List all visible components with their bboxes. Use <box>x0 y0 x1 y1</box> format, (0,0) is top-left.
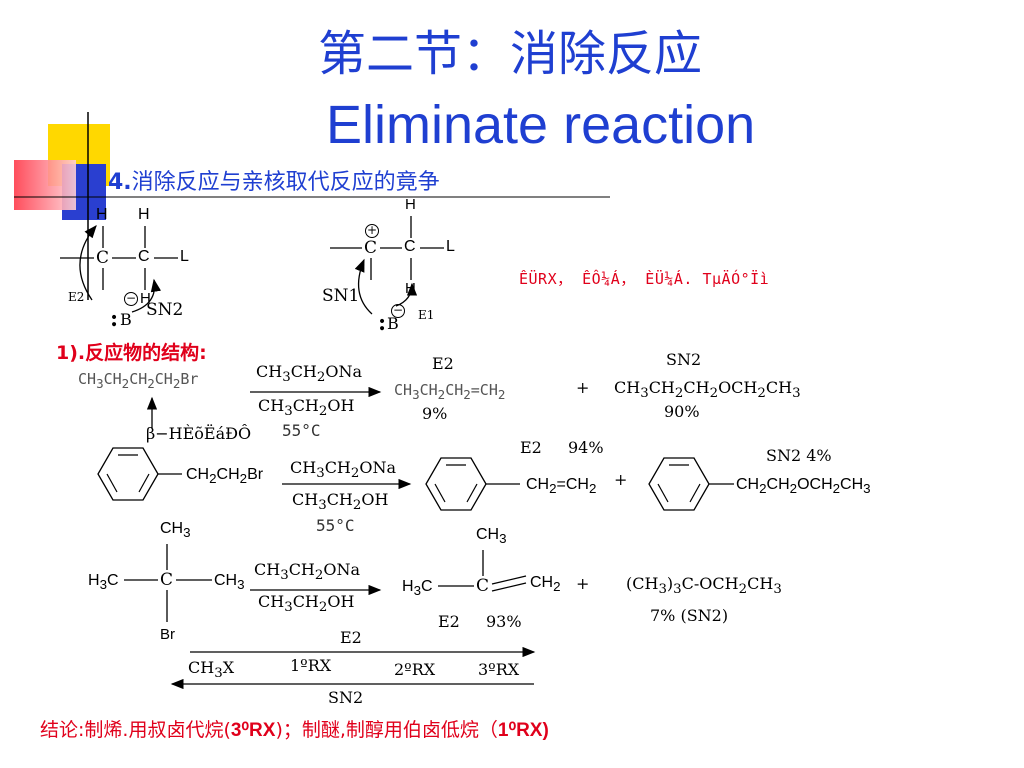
row3-product-c: C <box>476 576 490 596</box>
title-english: Eliminate reaction <box>326 95 756 155</box>
row1-sn2-product: CH3CH2CH2OCH2CH3 <box>614 378 801 402</box>
deco-red-block <box>14 160 76 210</box>
row2-sn2-product: CH2CH2OCH2CH3 <box>736 476 871 497</box>
row2-sn2-label: SN2 4% <box>766 446 832 465</box>
conclusion-part1: 结论:制烯.用叔卤代烷( <box>40 719 231 741</box>
right-c2: C <box>404 238 416 255</box>
row3-c: C <box>160 570 174 590</box>
row2-reagent-top: CH3CH2ONa <box>290 458 397 482</box>
row3-e2-label: E2 <box>438 612 460 631</box>
trend-ch3x: CH3X <box>188 658 235 682</box>
trend-sn2-label: SN2 <box>328 688 364 707</box>
conclusion-part5: ) <box>542 720 549 741</box>
left-sn2: SN2 <box>146 300 184 320</box>
left-c1: C <box>96 248 110 268</box>
right-plus: + <box>365 223 379 238</box>
conclusion-primary: 1⁰RX <box>497 720 543 741</box>
row2-e2-yield: 94% <box>568 438 604 457</box>
section-subtitle: 4.消除反应与亲核取代反应的竟争 <box>108 164 440 196</box>
right-base: B <box>387 314 399 333</box>
row3-ch3-right: CH3 <box>214 572 245 593</box>
left-e2: E2 <box>68 290 85 304</box>
row2-plus: + <box>614 470 628 489</box>
row1-plus: + <box>576 378 590 397</box>
right-h-top: H <box>405 196 416 213</box>
subtitle-number: 4. <box>108 170 132 195</box>
row1-e2-yield: 9% <box>422 404 448 423</box>
trend-tertiary: 3ºRX <box>478 660 520 679</box>
row3-product-ch3-top: CH3 <box>476 526 507 547</box>
left-l: L <box>180 248 189 265</box>
row3-h3c: H3C <box>88 572 119 593</box>
row2-temperature: 55°C <box>316 516 355 535</box>
conclusion-tertiary: 3⁰RX <box>230 720 276 741</box>
left-base: B <box>120 310 132 329</box>
left-colon: : <box>110 306 119 332</box>
row1-reagent-bottom: CH3CH2OH <box>258 396 355 420</box>
right-minus: − <box>391 303 405 318</box>
row2-reactant: CH2CH2Br <box>186 466 264 487</box>
row3-sn2-yield: 7% (SN2) <box>650 606 729 625</box>
right-e1: E1 <box>418 308 435 322</box>
trend-secondary: 2ºRX <box>394 660 436 679</box>
left-h2: H <box>138 206 150 223</box>
section-label: 1).反应物的结构: <box>56 342 207 364</box>
row3-plus: + <box>576 574 590 593</box>
row1-temperature: 55°C <box>282 421 321 440</box>
row3-br: Br <box>160 626 175 643</box>
conclusion-part3: )；制醚,制醇用伯卤低烷（ <box>275 719 498 741</box>
garbled-text: ÊÜRX， ÊÔ¼Á， ÈÜ¼Á. TµÄÓ°Ïì <box>519 270 770 288</box>
right-l: L <box>446 238 455 255</box>
left-h1: H <box>96 206 108 223</box>
row3-e2-yield: 93% <box>486 612 522 631</box>
row3-ch3-top: CH3 <box>160 520 191 541</box>
title-chinese: 第二节：消除反应 <box>318 26 703 82</box>
row3-sn2-product: (CH3)3C-OCH2CH3 <box>626 574 782 598</box>
row1-sn2-yield: 90% <box>664 402 700 421</box>
row3-product-h3c: H3C <box>402 578 433 599</box>
conclusion: 结论:制烯.用叔卤代烷(3⁰RX)；制醚,制醇用伯卤低烷（1⁰RX) <box>40 715 549 742</box>
row1-reactant: CH3CH2CH2CH2Br <box>78 370 199 391</box>
left-h3: H <box>140 290 151 307</box>
right-c1: C <box>364 238 378 258</box>
row1-reagent-top: CH3CH2ONa <box>256 362 363 386</box>
right-h-bottom: H <box>405 280 416 297</box>
row3-reagent-top: CH3CH2ONa <box>254 560 361 584</box>
left-c2: C <box>138 248 150 265</box>
row2-e2-label: E2 <box>520 438 542 457</box>
row1-e2-label: E2 <box>432 354 454 373</box>
trend-e2-label: E2 <box>340 628 362 647</box>
right-sn1: SN1 <box>322 286 360 306</box>
subtitle-text: 消除反应与亲核取代反应的竟争 <box>131 170 440 195</box>
row3-reagent-bottom: CH3CH2OH <box>258 592 355 616</box>
row2-e2-product: CH2=CH2 <box>526 476 597 497</box>
row3-product-ch2: CH2 <box>530 574 561 595</box>
row1-beta-note: β−HÈõËáÐÔ <box>146 424 252 443</box>
left-minus: − <box>124 291 138 306</box>
right-colon: : <box>378 310 387 336</box>
row1-sn2-label: SN2 <box>666 350 702 369</box>
row1-e2-product: CH3CH2CH2=CH2 <box>394 381 506 402</box>
row2-reagent-bottom: CH3CH2OH <box>292 490 389 514</box>
trend-primary: 1ºRX <box>290 656 332 675</box>
